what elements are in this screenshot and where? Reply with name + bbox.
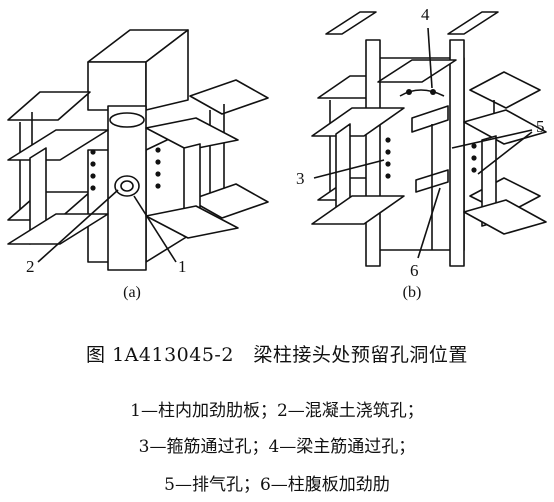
label-2: 2	[26, 257, 35, 276]
legend-line-1: 1—柱内加劲肋板；2—混凝土浇筑孔；	[130, 401, 424, 421]
label-3: 3	[296, 169, 305, 188]
figure-caption: 图 1A413045-2 梁柱接头处预留孔洞位置	[86, 344, 468, 366]
subfigure-label-b: (b)	[402, 284, 422, 301]
figure-a-drawing	[7, 29, 269, 271]
figure-b-holes	[385, 89, 477, 179]
legend-line-3: 5—排气孔；6—柱腹板加劲肋	[164, 475, 390, 495]
label-6: 6	[410, 261, 419, 280]
figure-a-leaders	[37, 189, 177, 263]
label-5: 5	[536, 117, 545, 136]
figure-b-leaders	[313, 27, 533, 259]
figure-a-bolt-holes	[90, 147, 161, 191]
subfigure-label-a: (a)	[123, 284, 141, 301]
diagram-figure: 2 1 4 3 5 6	[7, 5, 547, 280]
label-4: 4	[421, 5, 430, 24]
label-1: 1	[178, 257, 187, 276]
legend-line-2: 3—箍筋通过孔；4—梁主筋通过孔；	[138, 437, 416, 457]
diagram-svg: 2 1 4 3 5 6	[7, 5, 547, 280]
